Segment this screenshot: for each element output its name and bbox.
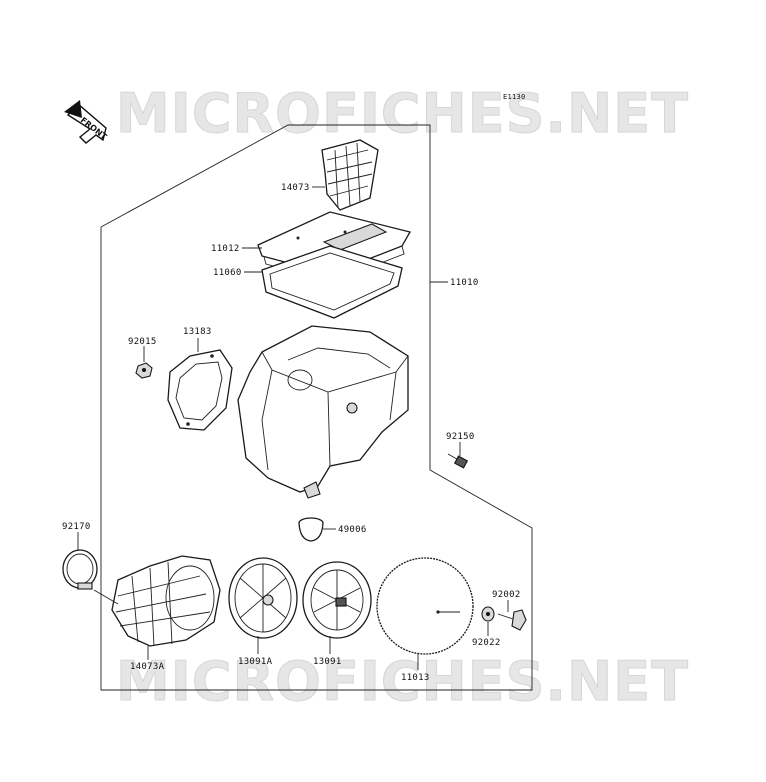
filter-frame-13091A: [228, 557, 298, 639]
watermark-top: MICROFICHES.NET: [116, 82, 689, 145]
mesh-screen-14073: [321, 139, 379, 211]
foam-element-11013: [376, 557, 474, 655]
plate-13183: [167, 349, 233, 431]
figure-code: E1130: [503, 93, 526, 101]
wing-bolt-92002: [497, 609, 527, 631]
gasket-11060: [261, 245, 403, 319]
label-11013: 11013: [401, 673, 430, 683]
cap-49006: [298, 517, 324, 542]
label-11060: 11060: [213, 268, 242, 278]
label-13091: 13091: [313, 657, 342, 667]
front-arrow-icon: FRONT: [64, 100, 109, 144]
leader-lines: [77, 186, 509, 670]
label-14073A: 14073A: [130, 662, 165, 672]
label-49006: 49006: [338, 525, 367, 535]
watermark-bottom: MICROFICHES.NET: [116, 650, 689, 713]
filter-cage-13091: [302, 561, 372, 639]
label-11012: 11012: [211, 244, 240, 254]
assembly-boundary: [100, 124, 533, 691]
label-14073: 14073: [281, 183, 310, 193]
nut-92015: [135, 362, 153, 379]
bolt-92150: [447, 453, 469, 469]
label-92022: 92022: [472, 638, 501, 648]
label-92150: 92150: [446, 432, 475, 442]
clamp-92170: [62, 549, 98, 590]
air-box-11010: [237, 325, 409, 499]
label-13183: 13183: [183, 327, 212, 337]
washer-92022: [481, 606, 495, 622]
label-92002: 92002: [492, 590, 521, 600]
label-92015: 92015: [128, 337, 157, 347]
label-92170: 92170: [62, 522, 91, 532]
duct-14073A: [111, 555, 221, 647]
label-11010: 11010: [450, 278, 479, 288]
label-13091A: 13091A: [238, 657, 273, 667]
